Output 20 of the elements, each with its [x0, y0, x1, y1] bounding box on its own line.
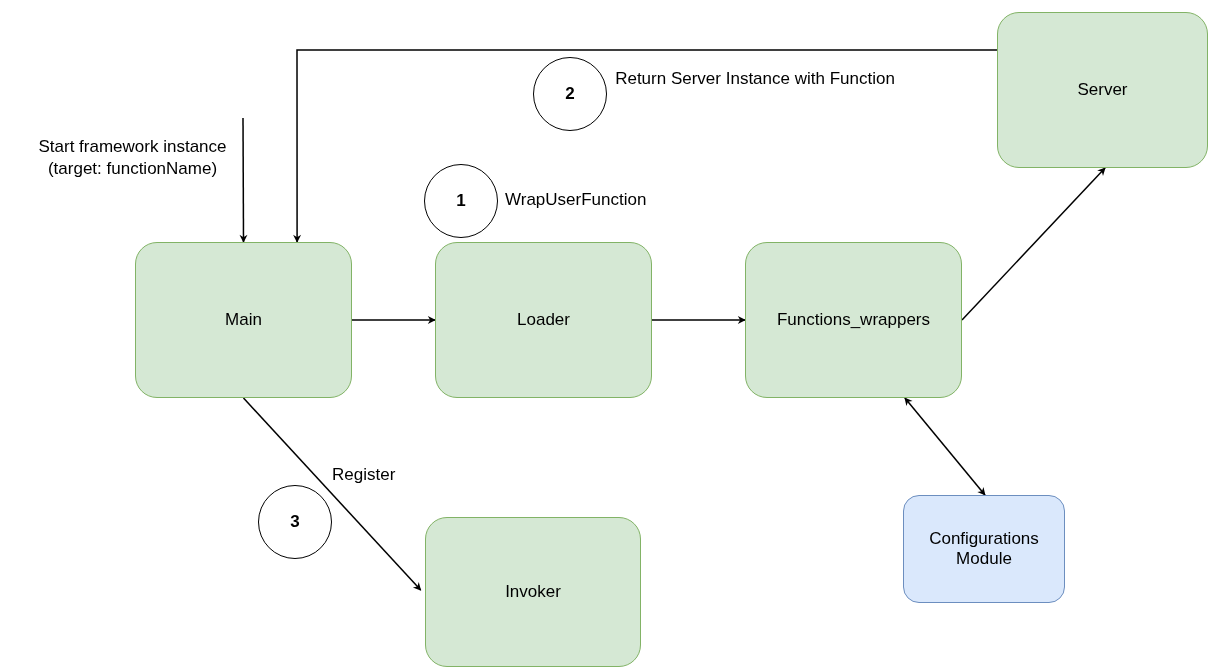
step-caption: WrapUserFunction	[505, 189, 648, 211]
arrow	[961, 167, 1106, 321]
process-box: Server	[997, 12, 1208, 168]
process-box: Main	[135, 242, 352, 398]
process-box: Functions_wrappers	[745, 242, 962, 398]
edge-label: Register	[330, 465, 398, 485]
arrow	[651, 316, 746, 324]
module-box: Configurations Module	[903, 495, 1065, 603]
arrow	[239, 117, 248, 243]
step-number-circle: 2	[533, 57, 607, 131]
arrow	[904, 397, 986, 496]
process-box: Invoker	[425, 517, 641, 667]
arrow	[242, 397, 422, 591]
process-box: Loader	[435, 242, 652, 398]
step-caption: Return Server Instance with Function	[615, 68, 895, 90]
step-number-circle: 3	[258, 485, 332, 559]
arrow	[293, 49, 998, 243]
start-note: Start framework instance (target: functionName)	[37, 136, 228, 181]
step-number-circle: 1	[424, 164, 498, 238]
arrow	[351, 316, 436, 324]
